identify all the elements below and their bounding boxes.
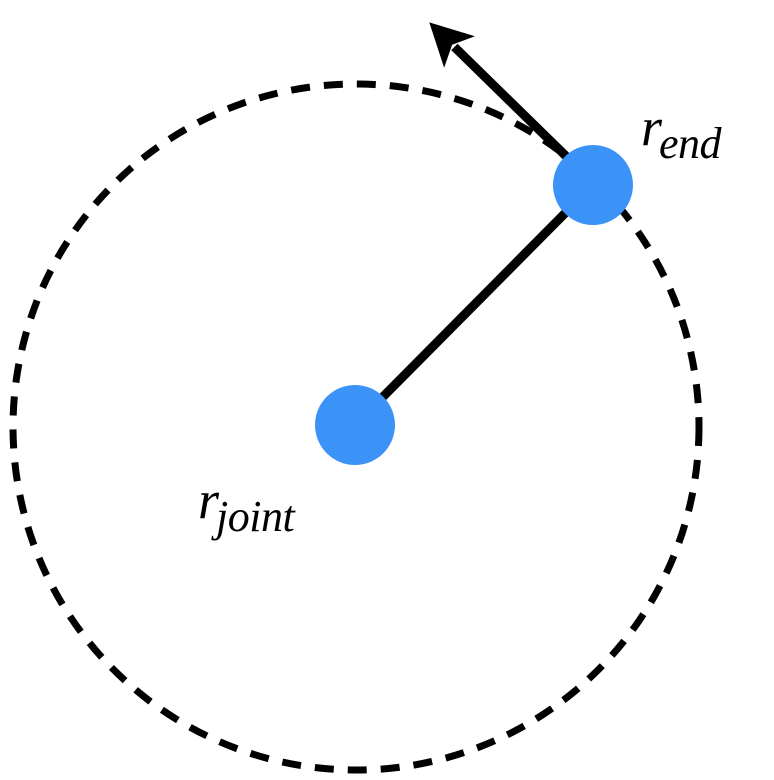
joint-label-base: r: [198, 470, 220, 530]
rigid-link-segment: [351, 181, 597, 429]
end-effector-label-base: r: [641, 97, 663, 157]
end-effector-label: rend: [641, 97, 724, 166]
end-effector-label-subscript: end: [659, 119, 722, 168]
joint-label: rjoint: [198, 470, 297, 539]
velocity-arrow: [429, 22, 576, 166]
joint-label-subscript: joint: [216, 492, 295, 541]
joint-node: [315, 385, 395, 465]
reachability-circle: [9, 80, 703, 774]
end-effector-node: [553, 145, 633, 225]
